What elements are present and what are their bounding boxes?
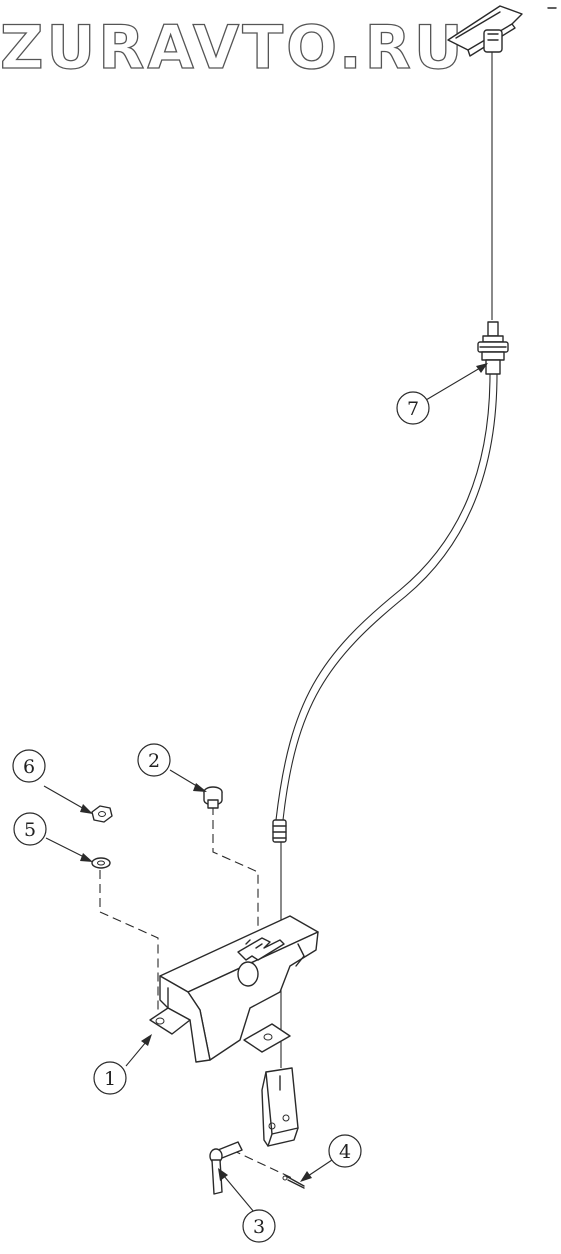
- assembly-line-pin: [231, 1149, 293, 1179]
- callout-5: 5: [13, 812, 47, 846]
- clevis-pin-part: [209, 1141, 243, 1195]
- cable-clevis: [261, 1067, 299, 1147]
- cotter-pin-part: [282, 1175, 305, 1189]
- washer-part: [91, 857, 111, 869]
- callout-6: 6: [12, 749, 46, 783]
- nut-part: [91, 805, 113, 823]
- callout-3-label: 3: [253, 1216, 265, 1238]
- callout-1-label: 1: [104, 1068, 116, 1090]
- callout-4-label: 4: [339, 1141, 351, 1163]
- callout-7-label: 7: [407, 398, 419, 420]
- mounting-bracket: [149, 915, 319, 1063]
- assembly-line-nut: [99, 870, 159, 1010]
- cable-end-fitting: [477, 321, 509, 375]
- bolt-part: [203, 786, 223, 809]
- callout-1: 1: [93, 1061, 127, 1095]
- callout-2-label: 2: [148, 750, 160, 772]
- callout-4: 4: [328, 1134, 362, 1168]
- cable-lower-ferrule: [272, 819, 287, 843]
- callout-2: 2: [137, 743, 171, 777]
- watermark-text: ZURAVTO.RU: [0, 13, 466, 83]
- callout-6-label: 6: [23, 756, 35, 778]
- callout-5-label: 5: [24, 819, 36, 841]
- leader-lines: [43, 363, 488, 1213]
- callout-7: 7: [396, 391, 430, 425]
- assembly-line-bolt: [212, 806, 259, 930]
- cable-sheath: [275, 373, 498, 821]
- callout-3: 3: [242, 1209, 276, 1243]
- pedal-lever: [447, 5, 557, 57]
